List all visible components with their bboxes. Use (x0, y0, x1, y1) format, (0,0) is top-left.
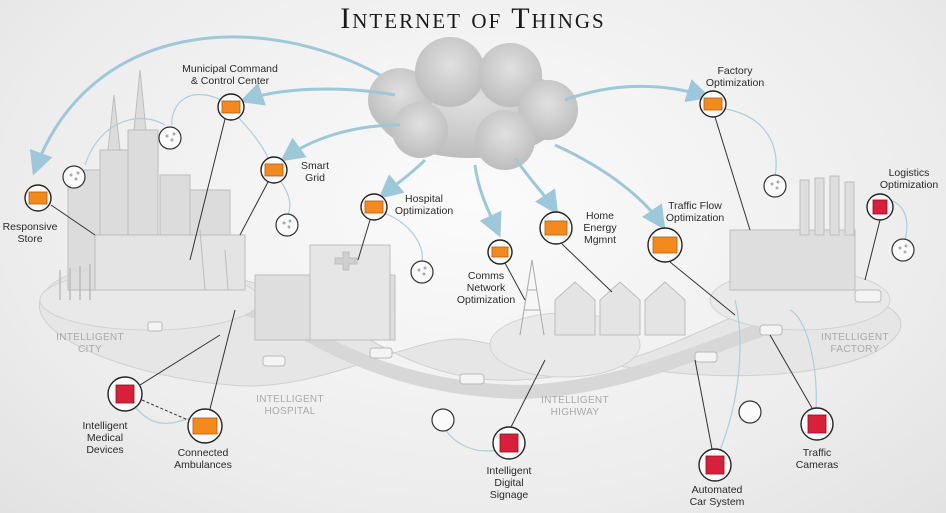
label-traffic-flow: Traffic Flow Optimization (665, 200, 725, 224)
orange-cubes (28, 97, 723, 435)
label-hospital-opt: Hospital Optimization (394, 193, 454, 217)
label-traffic-cams: Traffic Cameras (795, 447, 839, 471)
label-logistics: Logistics Optimization (879, 167, 939, 191)
label-factory-opt: Factory Optimization (705, 65, 765, 89)
diagram-title: Internet of Things (340, 2, 606, 35)
label-responsive-store: Responsive Store (2, 221, 58, 245)
homes (554, 281, 686, 336)
zone-hospital: INTELLIGENT HOSPITAL (256, 394, 324, 417)
label-ambulances: Connected Ambulances (174, 447, 232, 471)
cloud (368, 37, 578, 170)
red-cubes (115, 199, 888, 475)
label-home-energy: Home Energy Mgmnt (583, 210, 617, 246)
factory (729, 175, 856, 291)
label-signage: Intelligent Digital Signage (486, 465, 532, 501)
city-buildings (67, 69, 246, 291)
label-smart-grid: Smart Grid (300, 160, 329, 184)
sensor-dots (69, 132, 908, 276)
zone-city: INTELLIGENT CITY (56, 332, 124, 355)
zone-factory: INTELLIGENT FACTORY (821, 332, 889, 355)
dashed-link (141, 399, 189, 421)
zone-highway: INTELLIGENT HIGHWAY (541, 395, 609, 418)
hospital-building (254, 244, 396, 341)
comm-tower (519, 259, 545, 336)
vehicles (147, 289, 882, 385)
label-medical: Intelligent Medical Devices (82, 420, 128, 456)
connection-arrows (29, 35, 711, 238)
label-municipal: Municipal Command & Control Center (182, 63, 278, 87)
sensor-circles (62, 126, 915, 432)
label-car-system: Automated Car System (689, 484, 745, 508)
leader-lines (50, 116, 881, 450)
label-comms: Comms Network Optimization (456, 270, 516, 306)
wind-turbines (59, 264, 91, 300)
